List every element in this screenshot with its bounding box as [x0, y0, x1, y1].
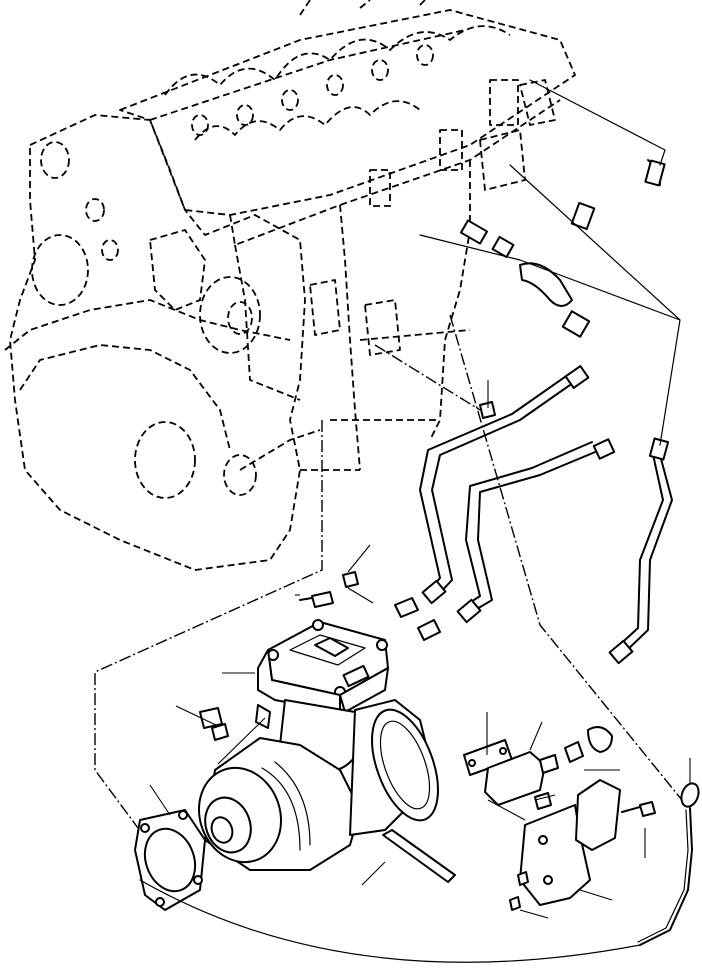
engine-block: [4, 0, 576, 571]
compressor-gasket: [134, 809, 206, 911]
air-pipes: [394, 159, 673, 665]
small-parts: [139, 401, 700, 963]
phantom-lines: [94, 79, 691, 829]
leader-lines: [149, 380, 691, 919]
air-compressor: [197, 619, 439, 871]
